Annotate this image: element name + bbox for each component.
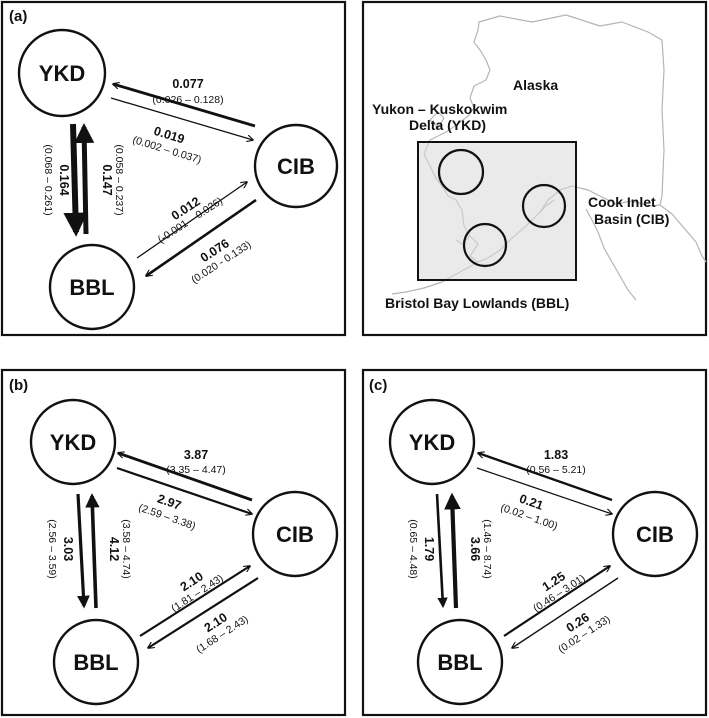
bbl-region-circle <box>462 222 508 268</box>
edge-cib-ykd-value: 1.83 <box>544 448 568 462</box>
panel-c-label: (c) <box>369 377 387 394</box>
arrow-bbl-to-cib <box>139 566 250 637</box>
arrow-cib-to-ykd <box>478 453 613 502</box>
node-ykd <box>29 398 117 486</box>
arrow-ykd-to-cib <box>476 467 612 514</box>
study-area-box <box>417 141 577 281</box>
panel-a-label: (a) <box>9 8 27 25</box>
arrow-bbl-to-cib <box>136 182 247 259</box>
node-ykd <box>17 28 107 118</box>
node-cib <box>253 123 339 209</box>
edge-bbl-ykd-value: 0.147 <box>100 164 114 195</box>
map-label-alaska: Alaska <box>513 77 558 93</box>
map-label-cib-line1: Cook Inlet <box>588 194 656 210</box>
node-bbl-label: BBL <box>69 275 114 300</box>
arrow-ykd-to-cib <box>116 466 252 514</box>
edge-bbl-ykd-ci: (3.58 – 4.74) <box>120 519 132 579</box>
arrow-cib-to-bbl <box>512 577 619 648</box>
arrow-ykd-to-bbl <box>63 123 88 237</box>
ykd-region-circle <box>437 148 485 196</box>
node-bbl-label: BBL <box>437 650 482 675</box>
node-bbl-label: BBL <box>73 650 118 675</box>
node-bbl <box>416 618 504 706</box>
node-bbl <box>52 618 140 706</box>
arrow-ykd-to-cib <box>110 97 253 140</box>
edge-bbl-ykd-value: 3.66 <box>468 537 482 561</box>
arrow-bbl-to-ykd <box>444 492 461 609</box>
edge-ykd-bbl-value: 0.164 <box>57 164 71 195</box>
edge-ykd-bbl-ci: (0.65 – 4.48) <box>407 519 419 579</box>
node-cib <box>251 490 339 578</box>
map-label-cib-line2: Basin (CIB) <box>594 211 669 227</box>
map-label-ykd-line2: Delta (YKD) <box>409 117 486 133</box>
arrow-ykd-to-bbl <box>435 493 448 609</box>
edge-cib-ykd-ci: (3.35 – 4.47) <box>166 464 226 476</box>
node-ykd <box>388 398 476 486</box>
edge-bbl-ykd-ci: (1.46 – 8.74) <box>481 519 493 579</box>
arrow-cib-to-ykd <box>113 84 256 128</box>
panel-b-label: (b) <box>9 377 28 394</box>
edge-ykd-bbl-ci: (2.56 – 3.59) <box>46 519 58 579</box>
map-label-bbl: Bristol Bay Lowlands (BBL) <box>385 295 569 311</box>
node-ykd-label: YKD <box>50 430 96 455</box>
edge-cib-ykd-value: 0.077 <box>172 77 203 91</box>
edge-ykd-bbl-ci: (0.068 – 0.261) <box>42 144 54 215</box>
node-cib <box>611 490 699 578</box>
map-label-ykd-line1: Yukon – Kuskokwim <box>372 101 507 117</box>
panel-a: (a) YKD CIB BBL 0.077 (0.026 – 0.128) 0.… <box>0 0 347 337</box>
node-cib-label: CIB <box>636 522 674 547</box>
edge-bbl-ykd-value: 4.12 <box>107 537 121 561</box>
arrow-cib-to-ykd <box>118 453 253 502</box>
edge-bbl-ykd-ci: (0.058 – 0.237) <box>113 144 125 215</box>
edge-cib-ykd-value: 3.87 <box>184 448 208 462</box>
panel-c: (c) YKD CIB BBL 1.83 (0.56 – 5.21) 0.21 … <box>361 368 708 717</box>
arrow-bbl-to-ykd <box>74 123 95 235</box>
node-cib-label: CIB <box>277 154 315 179</box>
arrow-bbl-to-cib <box>503 566 610 637</box>
node-ykd-label: YKD <box>39 61 85 86</box>
edge-ykd-bbl-value: 3.03 <box>61 537 75 561</box>
panel-map: Alaska Yukon – Kuskokwim Delta (YKD) Coo… <box>361 0 708 337</box>
edge-cib-ykd-ci: (0.026 – 0.128) <box>152 94 223 106</box>
edge-ykd-bbl-value: 1.79 <box>422 537 436 561</box>
panel-b: (b) YKD CIB BBL 3.87 (3.35 – 4.47) 2.97 … <box>0 368 347 717</box>
node-ykd-label: YKD <box>409 430 455 455</box>
arrow-ykd-to-bbl <box>76 493 90 609</box>
arrow-cib-to-bbl <box>148 577 259 648</box>
node-cib-label: CIB <box>276 522 314 547</box>
node-bbl <box>48 243 136 331</box>
arrow-cib-to-bbl <box>146 198 257 276</box>
edge-cib-ykd-ci: (0.56 – 5.21) <box>526 464 586 476</box>
arrow-bbl-to-ykd <box>85 493 100 609</box>
cib-region-circle <box>521 183 567 229</box>
